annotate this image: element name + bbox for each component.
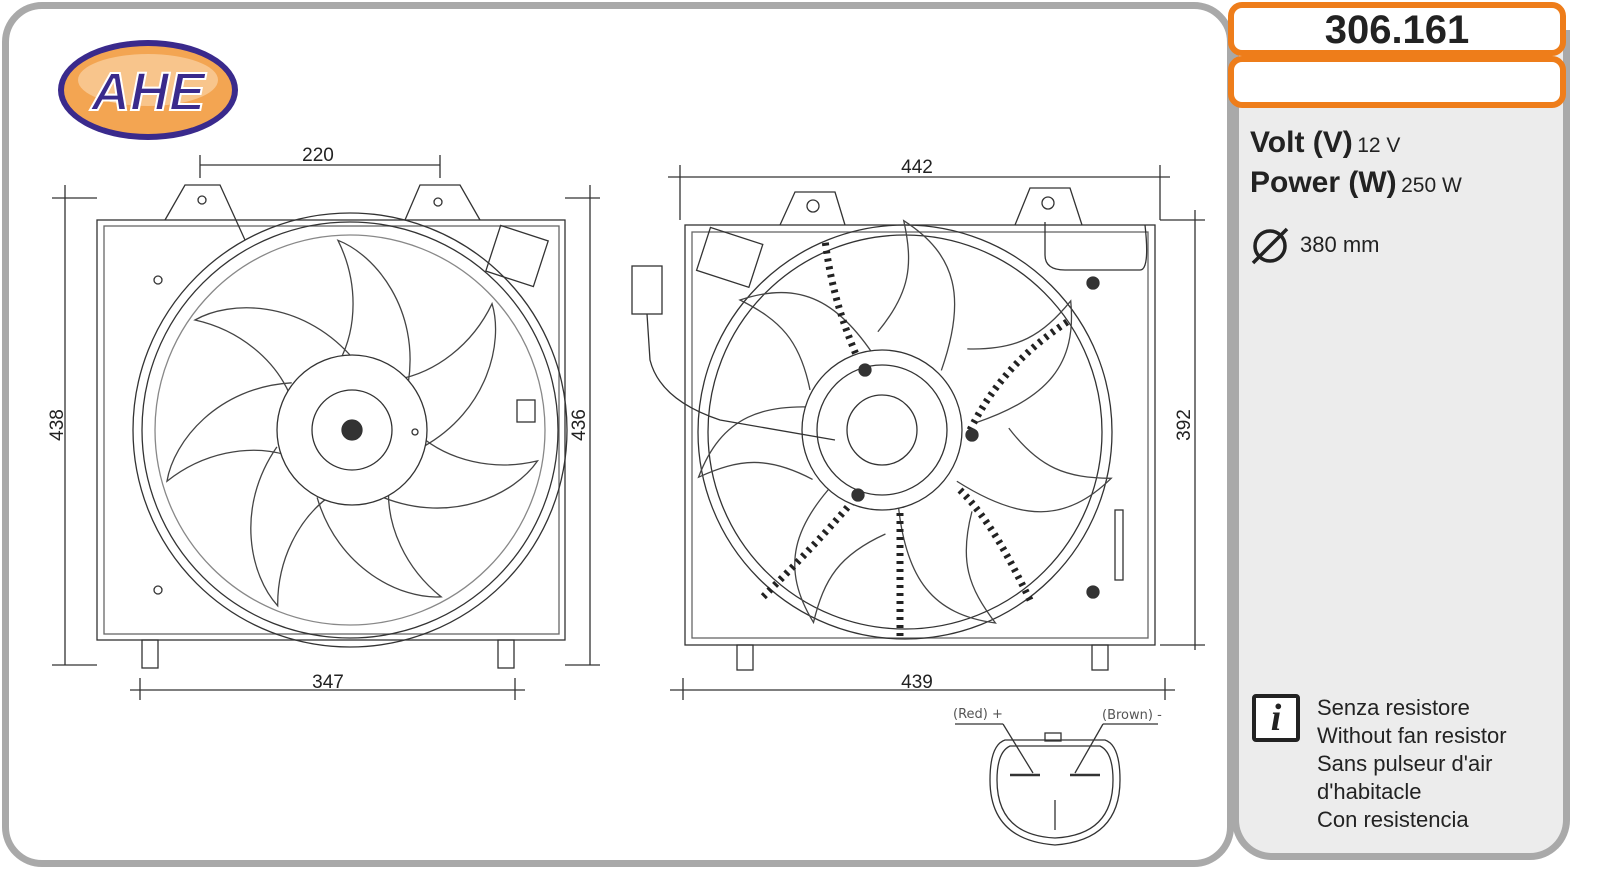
svg-text:AHE: AHE bbox=[89, 62, 207, 122]
brown-wire-label: (Brown) - bbox=[1102, 708, 1162, 723]
dim-front-bottom: 347 bbox=[312, 672, 344, 693]
connector-diagram bbox=[955, 723, 1158, 846]
diameter-value: 380 mm bbox=[1300, 232, 1380, 257]
volt-spec: Volt (V) 12 V bbox=[1250, 126, 1400, 160]
power-spec: Power (W) 250 W bbox=[1250, 166, 1462, 200]
dim-rear-top: 442 bbox=[901, 157, 933, 178]
dimension-lines bbox=[52, 155, 1205, 700]
note-fr-1: Sans pulseur d'air bbox=[1317, 751, 1493, 776]
volt-label: Volt (V) bbox=[1250, 126, 1353, 159]
blank-field bbox=[1228, 56, 1566, 108]
notes-list: Senza resistore Without fan resistor San… bbox=[1317, 694, 1507, 834]
red-wire-label: (Red) + bbox=[953, 707, 1003, 722]
power-label: Power (W) bbox=[1250, 166, 1397, 199]
diameter-icon bbox=[1251, 227, 1289, 265]
info-icon: i bbox=[1252, 694, 1300, 742]
note-es: Con resistencia bbox=[1317, 807, 1469, 832]
dim-front-right: 436 bbox=[569, 409, 590, 441]
rear-view-fan bbox=[631, 187, 1156, 671]
ahe-logo: AHE bbox=[58, 40, 238, 140]
note-fr-2: d'habitacle bbox=[1317, 779, 1422, 804]
note-it: Senza resistore bbox=[1317, 695, 1470, 720]
volt-value: 12 V bbox=[1357, 134, 1401, 157]
dim-front-left: 438 bbox=[47, 409, 68, 441]
drawing-panel bbox=[2, 2, 1234, 867]
dim-front-top: 220 bbox=[302, 145, 334, 166]
dim-rear-bottom: 439 bbox=[901, 672, 933, 693]
power-value: 250 W bbox=[1401, 174, 1462, 197]
product-code: 306.161 bbox=[1228, 2, 1566, 56]
note-en: Without fan resistor bbox=[1317, 723, 1507, 748]
dim-rear-right: 392 bbox=[1174, 409, 1195, 441]
front-view-fan bbox=[96, 184, 568, 669]
